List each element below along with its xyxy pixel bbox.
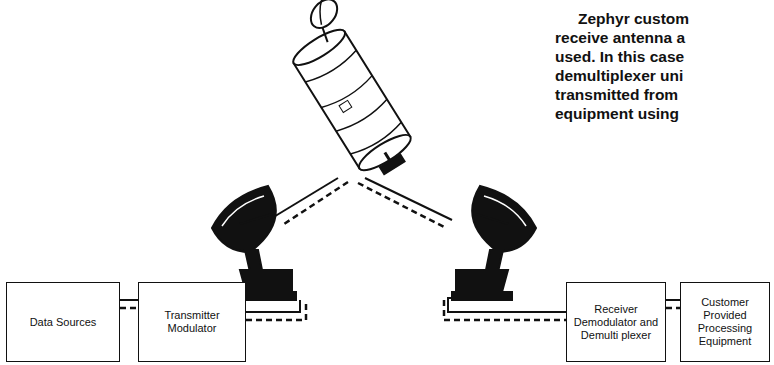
process-box: Receiver Demodulator and Demulti plexer [566,282,666,362]
data-link [666,300,680,308]
data-link [120,300,138,308]
process-box: Data Sources [6,282,120,362]
satellite [269,0,445,184]
box-label: Transmitter Modulator [145,309,239,335]
beam-lines [272,178,452,228]
description-text: transmitted from [555,86,678,104]
box-label: Data Sources [30,316,97,329]
process-box: Transmitter Modulator [138,282,246,362]
process-box: Customer Provided Processing Equipment [680,282,770,362]
description-text: demultiplexer uni [555,67,683,85]
box-label: Receiver Demodulator and Demulti plexer [573,303,659,342]
description-text: used. In this case [555,48,684,66]
description-text: equipment using [555,105,679,123]
description-text: Zephyr custom [578,10,689,28]
receive-antenna [452,186,536,300]
antenna-feed-lines [246,298,566,320]
box-label: Customer Provided Processing Equipment [687,296,763,348]
description-text: receive antenna a [555,29,685,47]
